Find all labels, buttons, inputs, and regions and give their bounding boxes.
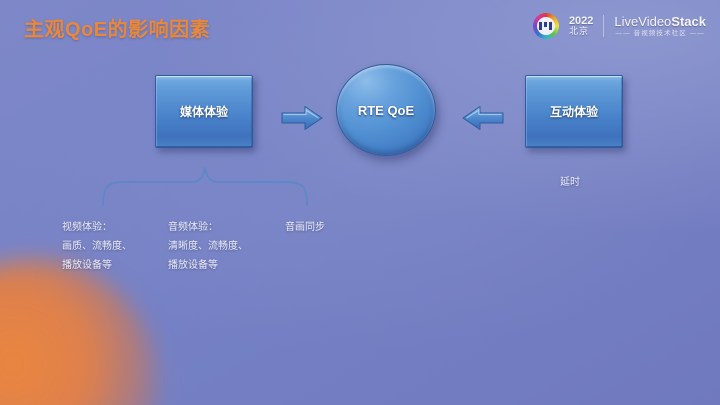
brand-divider [603, 15, 605, 37]
caption-audio: 音频体验： 清晰度、流畅度、 播放设备等 [168, 222, 248, 271]
diagram-node-rte-qoe-label: RTE QoE [357, 102, 415, 118]
orange-glow-decoration [0, 259, 158, 405]
brand-bar: 2022 北京 LiveVideoStack —— 音视频技术社区 —— [532, 13, 706, 39]
logo-core [536, 17, 555, 35]
diagram-node-interaction-label: 互动体验 [549, 105, 598, 119]
event-year-city: 2022 北京 [568, 14, 594, 37]
diagram-node-rte-qoe: RTE QoE [336, 64, 436, 156]
event-year: 2022 [568, 14, 594, 27]
caption-video: 视频体验： 画质、流畅度、 播放设备等 [62, 222, 132, 271]
brand-name-suffix: Stack [671, 13, 706, 29]
caption-sync: 音画同步 [285, 222, 325, 233]
arrow-left-icon [462, 106, 504, 130]
livevideostack-circle-logo-icon [532, 13, 559, 39]
logo-bars-icon [539, 22, 553, 30]
caption-delay: 延时 [560, 177, 580, 188]
brand-name-block: LiveVideoStack —— 音视频技术社区 —— [614, 13, 706, 38]
brand-name-prefix: LiveVideo [614, 13, 672, 29]
brand-name: LiveVideoStack [614, 13, 706, 29]
diagram-node-media-label: 媒体体验 [179, 105, 228, 119]
curly-brace-icon [102, 167, 308, 206]
diagram-node-interaction: 互动体验 [525, 75, 623, 148]
diagram-node-media: 媒体体验 [155, 75, 253, 148]
page-title: 主观QoE的影响因素 [24, 19, 211, 41]
event-city: 北京 [568, 26, 589, 37]
brand-tagline: —— 音视频技术社区 —— [615, 30, 705, 38]
arrow-right-icon [281, 106, 323, 130]
